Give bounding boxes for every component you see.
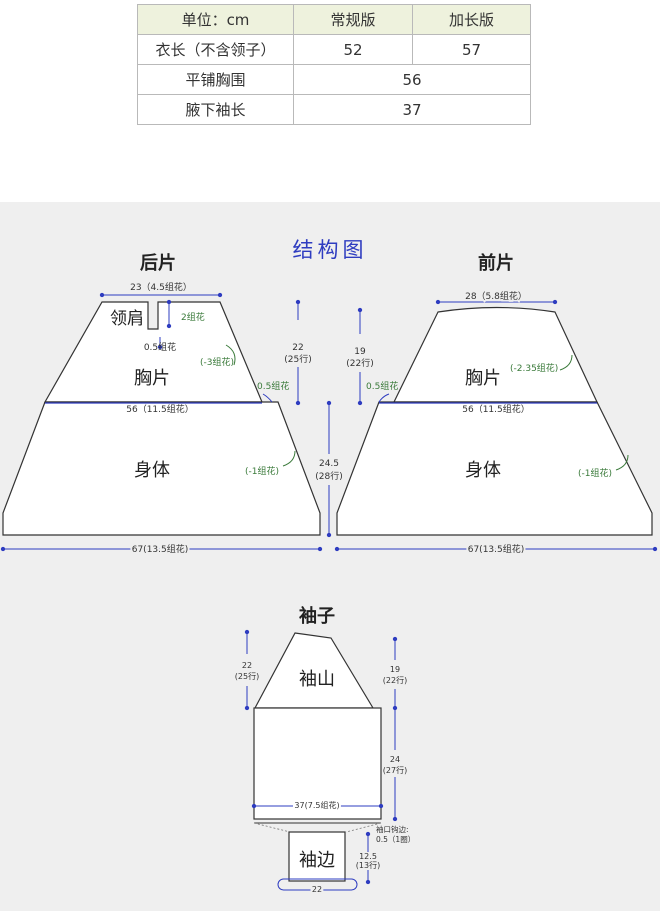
row-label-length: 衣长（不含领子） (137, 34, 294, 65)
back-yoke-rows: (25行) (284, 353, 311, 365)
back-neck-label: 领肩 (110, 309, 144, 329)
front-yoke-rows: (22行) (346, 357, 373, 369)
front-heading: 前片 (478, 252, 514, 274)
back-chest-label: 胸片 (134, 368, 170, 389)
cell-sleeve: 37 (293, 94, 531, 125)
header-long: 加长版 (412, 4, 531, 35)
table-row: 衣长（不含领子） 52 57 (137, 34, 531, 65)
front-body-label: 身体 (465, 460, 501, 481)
front-body-outline (336, 401, 653, 536)
sleeve-cap-left-height: 22 (242, 661, 252, 670)
sleeve-cuff-note-2: 0.5（1圈） (376, 835, 415, 844)
front-body-decrease-label: (-1组花) (578, 467, 612, 479)
sleeve-cuff-rows: (13行) (356, 860, 380, 870)
front-side-decrease-arc (559, 354, 573, 371)
diagram-panel: 结构图 后片 领肩 胸片 身体 23（4.5组花） 2组花 0.5组花 (-3组… (0, 202, 660, 911)
sleeve-cap-left-rows: (25行) (235, 671, 259, 681)
sleeve-body-height: 24 (390, 755, 400, 764)
cell-length-regular: 52 (293, 34, 413, 65)
table-header-row: 单位：cm 常规版 加长版 (137, 4, 531, 35)
table-row: 腋下袖长 37 (137, 94, 531, 125)
size-table: 单位：cm 常规版 加长版 衣长（不含领子） 52 57 平铺胸围 56 腋下袖… (137, 4, 531, 125)
front-yoke-height: 19 (354, 347, 366, 357)
sleeve-cuff-height: 12.5 (359, 852, 377, 861)
back-body-decrease-arc (282, 450, 296, 467)
front-armhole-offset-arc (378, 393, 390, 403)
back-top-width-label: 23（4.5组花） (130, 281, 192, 293)
table-row: 平铺胸围 56 (137, 64, 531, 95)
sleeve-body-outline (253, 707, 382, 820)
back-armhole-offset-label: 0.5组花 (257, 380, 289, 392)
sleeve-cuff-label: 袖边 (299, 850, 335, 871)
back-yoke-height: 22 (292, 343, 303, 353)
header-regular: 常规版 (293, 4, 413, 35)
row-label-sleeve: 腋下袖长 (137, 94, 294, 125)
diagram-title: 结构图 (293, 238, 368, 262)
back-body-height: 24.5 (319, 459, 339, 469)
back-body-decrease-label: (-1组花) (245, 465, 279, 477)
sleeve-cap-right-height: 19 (390, 665, 400, 674)
sleeve-cuff-width: 22 (312, 885, 322, 894)
front-top-width-label: 28（5.8组花） (465, 290, 527, 302)
front-body-decrease-arc (615, 454, 629, 471)
sleeve-body-rows: (27行) (383, 765, 407, 775)
sleeve-cuff-guides (253, 822, 382, 833)
cell-chest: 56 (293, 64, 531, 95)
row-label-chest: 平铺胸围 (137, 64, 294, 95)
sleeve-cap-right-rows: (22行) (383, 675, 407, 685)
front-yoke-outline (393, 306, 598, 403)
sleeve-cuff-circumference-loop (277, 878, 358, 891)
sleeve-width-label: 37(7.5组花) (294, 800, 339, 810)
back-neck-offset-label: 0.5组花 (144, 341, 176, 353)
front-chest-width-label: 56（11.5组花） (462, 403, 530, 415)
back-body-rows: (28行) (315, 470, 342, 482)
front-hem-width-label: 67(13.5组花) (468, 543, 525, 555)
back-side-decrease-arc (225, 344, 236, 366)
sleeve-cuff-outline (288, 831, 346, 882)
back-hem-width-label: 67(13.5组花) (132, 543, 189, 555)
back-neck-depth-label: 2组花 (181, 311, 205, 323)
sleeve-cuff-note-1: 袖口钩边: (376, 824, 409, 834)
front-armhole-offset-label: 0.5组花 (366, 380, 398, 392)
back-chest-width-label: 56（11.5组花） (126, 403, 194, 415)
sleeve-heading: 袖子 (299, 605, 335, 627)
back-body-label: 身体 (134, 460, 170, 481)
back-armhole-offset-arc (262, 393, 273, 403)
back-body-outline (2, 401, 321, 536)
back-heading: 后片 (140, 252, 176, 274)
structure-diagram: 结构图 后片 领肩 胸片 身体 23（4.5组花） 2组花 0.5组花 (-3组… (0, 238, 658, 896)
sleeve-cap-label: 袖山 (299, 669, 335, 690)
front-side-decrease-label: (-2.35组花) (510, 362, 558, 374)
cell-length-long: 57 (412, 34, 531, 65)
front-chest-label: 胸片 (465, 368, 501, 389)
header-unit: 单位：cm (137, 4, 294, 35)
back-side-decrease-label: (-3组花) (200, 356, 234, 368)
